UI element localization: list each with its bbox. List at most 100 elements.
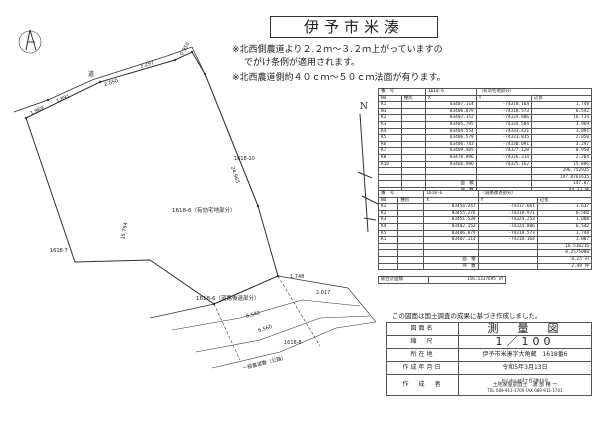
table-row: 296.752925 [378, 167, 592, 175]
table-cell: -74318.164 [477, 236, 538, 244]
table-row: 16.510216 [377, 242, 593, 251]
table-cell: -74324.253 [477, 216, 538, 224]
table-header-cell: （有効宅地部分） [475, 88, 593, 96]
table-cell [477, 262, 538, 271]
table-cell: K7 [378, 147, 402, 155]
table-cell: 1.000 [536, 216, 593, 224]
table-cell: 2.050 [531, 134, 592, 142]
table-cell [477, 249, 538, 257]
table-cell: 1.748 [531, 101, 592, 109]
table-cell [400, 134, 427, 142]
table-cell [477, 242, 538, 251]
table-cell: 83406.079 [423, 229, 479, 238]
table-cell: 0.950 [531, 147, 592, 155]
table-cell [377, 249, 399, 257]
table-cell: K4 [377, 222, 399, 231]
table-cell: 1.637 [536, 203, 593, 211]
table-cell: -74317.661 [477, 203, 538, 211]
table-header-cell: 1618-6 [425, 88, 477, 96]
info-value: 1／100 [458, 335, 592, 349]
table-row: 147.8761615 [378, 173, 592, 182]
info-label: 作成年月日 [386, 361, 459, 375]
table-cell: -74324.806 [475, 114, 533, 122]
table-cell: -74333.421 [475, 127, 533, 136]
table-cell: K5 [378, 134, 402, 142]
table-cell [397, 209, 425, 218]
table-cell: 8.2575080 [536, 249, 593, 257]
info-label: 縮 尺 [386, 335, 459, 349]
table-cell: 83406.579 [425, 134, 477, 142]
table-cell [378, 180, 402, 188]
table-cell: -74334.584 [475, 120, 533, 129]
table-cell: -74326.314 [475, 153, 533, 162]
table-cell: K5 [377, 229, 399, 238]
table-cell: 2.49 坪 [536, 262, 593, 271]
table-cell: 1.969 [531, 120, 592, 129]
author-name: 土地家屋調査士 渡 部 精 一 [492, 381, 558, 388]
table-cell: 83409.405 [425, 147, 477, 155]
table-cell: 83405.795 [425, 120, 477, 129]
table-header-cell: 番 号 [377, 88, 427, 96]
table-cell: 6.542 [531, 107, 592, 116]
table-cell: 3.297 [531, 140, 592, 149]
table-cell: 1.891 [531, 127, 592, 136]
table-header-cell: 番 号 [377, 190, 425, 198]
table-cell: 83402.152 [423, 222, 479, 231]
table-cell: 15.806 [531, 160, 592, 169]
table-col: NO [377, 196, 399, 205]
table-cell [397, 203, 425, 211]
table-cell: 83404.554 [425, 127, 477, 136]
table-cell: 296.752925 [531, 167, 592, 175]
note-3: ※北西農道側約４０ｃｍ～５０ｃｍ法面が有ります。 [232, 73, 446, 83]
table-cell: K1 [378, 101, 402, 109]
info-table: 図面名 測 量 図 縮 尺 1／100 所在地 伊予市米湊字大角蔵 1618番6… [386, 322, 592, 396]
table-cell: 83451.539 [423, 216, 479, 224]
table-cell [400, 140, 427, 149]
table-col: NO [378, 94, 402, 103]
north-arrow-icon [357, 113, 379, 233]
table-cell: 1.748 [536, 229, 593, 238]
table-col: 種別 [397, 196, 425, 205]
table-cell: -74331.835 [475, 134, 533, 142]
info-value: 伊予市米湊字大角蔵 1618番6 [458, 348, 592, 362]
table-cell: 坪 数 [423, 262, 479, 271]
table-cell: K2 [377, 209, 399, 218]
table-cell [378, 167, 402, 175]
table-cell: 1.007 [536, 236, 593, 244]
table-cell [377, 255, 399, 264]
info-label: 図面名 [386, 322, 459, 336]
table-cell: K3 [378, 120, 402, 129]
table-cell [400, 114, 427, 122]
table-cell [400, 153, 427, 162]
author-contact: TEL 089-911-1700 FAX 089-911-1701 [487, 387, 563, 393]
table-header-cell: （道路後退部分） [477, 190, 593, 198]
label-1618-8: 1618-8 [284, 340, 302, 346]
total-label: 総合計面積 [378, 276, 429, 284]
table-cell [425, 167, 477, 175]
table-col: 辺長 [531, 94, 592, 103]
table-cell: N3 [378, 107, 402, 116]
table-cell [397, 262, 425, 271]
table-cell: K10 [378, 160, 402, 169]
table-cell [400, 127, 427, 136]
table-cell [397, 222, 425, 231]
table-cell [475, 180, 533, 188]
table-cell: 2.204 [531, 153, 592, 162]
dim-label: 2.017 [316, 290, 331, 296]
table-cell: -74330.091 [475, 140, 533, 149]
table-cell [400, 107, 427, 116]
table-cell: 16.510216 [536, 242, 593, 251]
table-cell [397, 216, 425, 224]
road-label: 道 [88, 71, 95, 78]
table-cell [397, 242, 425, 251]
